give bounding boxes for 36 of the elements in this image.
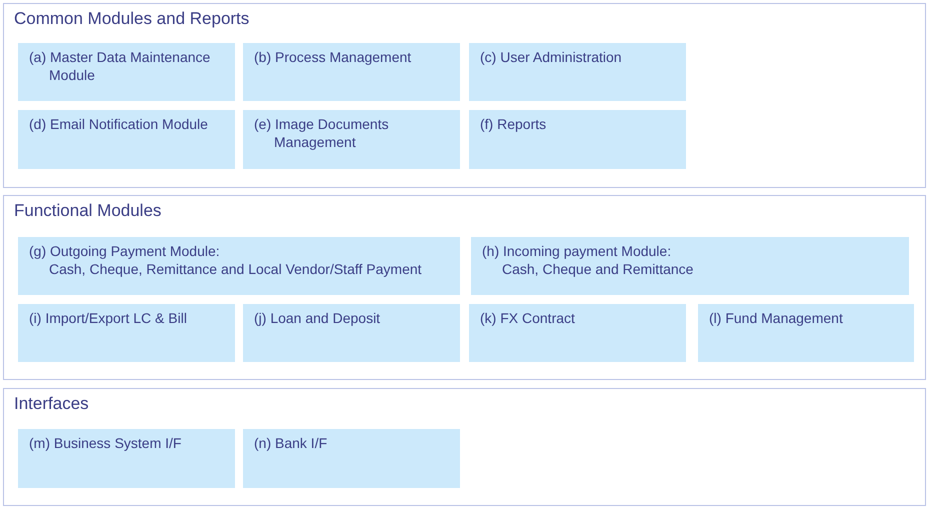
module-label: (m) Business System I/F xyxy=(29,434,182,452)
module-label: (k) FX Contract xyxy=(480,309,576,327)
module-box xyxy=(243,110,460,169)
module-box xyxy=(469,43,686,101)
module-box xyxy=(243,429,460,488)
module-description: Cash, Cheque, Remittance and Local Vendor/Staff Payment xyxy=(48,260,423,278)
module-box xyxy=(243,304,460,362)
section-title: Interfaces xyxy=(14,394,89,414)
module-label: (a) Master Data Maintenance Module xyxy=(29,48,212,84)
module-label: (e) Image Documents Management xyxy=(254,115,390,151)
module-label: (i) Import/Export LC & Bill xyxy=(29,309,188,327)
module-box xyxy=(471,237,909,295)
module-label: (h) Incoming payment Module: xyxy=(482,242,672,260)
module-box xyxy=(243,43,460,101)
module-box xyxy=(18,304,235,362)
module-box xyxy=(18,110,235,169)
module-label: (c) User Administration xyxy=(480,48,623,66)
module-label: (j) Loan and Deposit xyxy=(254,309,382,327)
module-box xyxy=(18,429,235,488)
module-description: Cash, Cheque and Remittance xyxy=(501,260,694,278)
module-box xyxy=(698,304,914,362)
module-label: (d) Email Notification Module xyxy=(29,115,209,133)
section-panel xyxy=(3,3,926,188)
module-label: (l) Fund Management xyxy=(709,309,844,327)
section-panel xyxy=(3,195,926,380)
module-label: (f) Reports xyxy=(480,115,548,133)
section-title: Functional Modules xyxy=(14,201,162,221)
module-box xyxy=(469,110,686,169)
module-label: (g) Outgoing Payment Module: xyxy=(29,242,221,260)
module-box xyxy=(18,237,460,295)
section-panel xyxy=(3,388,926,506)
module-box xyxy=(469,304,686,362)
module-label: (n) Bank I/F xyxy=(254,434,328,452)
module-label: (b) Process Management xyxy=(254,48,412,66)
module-box xyxy=(18,43,235,101)
section-title: Common Modules and Reports xyxy=(14,9,250,29)
